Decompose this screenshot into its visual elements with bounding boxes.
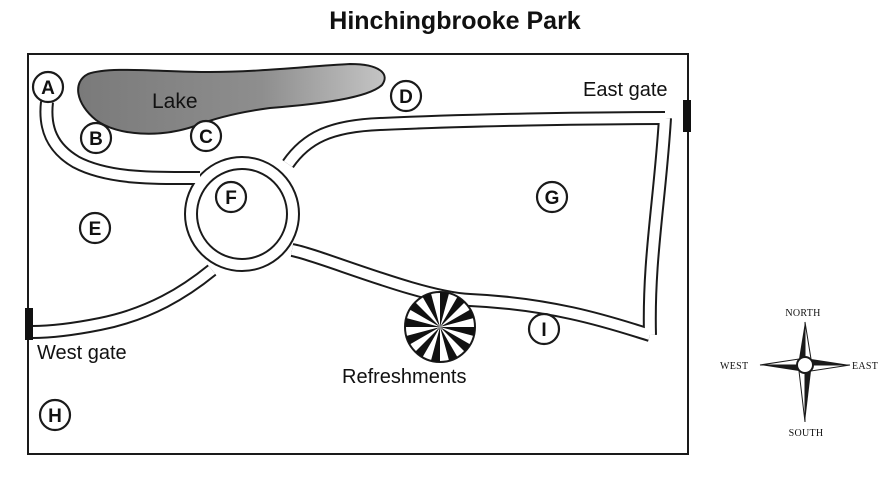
- marker-g: G: [535, 180, 569, 214]
- refreshments-wedge: [415, 327, 440, 358]
- marker-b-letter: B: [89, 129, 103, 150]
- marker-f: F: [214, 180, 248, 214]
- refreshments-wedge: [430, 327, 440, 362]
- refreshments-wedge: [422, 293, 440, 327]
- refreshments-wedge: [440, 327, 475, 337]
- marker-d-letter: D: [399, 87, 413, 108]
- refreshments-wedge: [440, 327, 458, 361]
- refreshments-wedge: [440, 309, 474, 327]
- refreshments-icon: [404, 291, 476, 363]
- marker-g-letter: G: [545, 188, 560, 209]
- refreshments-wedge: [406, 327, 440, 345]
- marker-e: E: [78, 211, 112, 245]
- marker-h-letter: H: [48, 406, 62, 427]
- marker-d: D: [389, 79, 423, 113]
- marker-b: B: [79, 121, 113, 155]
- refreshments-wedge: [440, 296, 465, 327]
- marker-c-letter: C: [199, 127, 213, 148]
- refreshments-wedge: [440, 292, 450, 327]
- marker-e-letter: E: [89, 219, 102, 240]
- marker-f-letter: F: [225, 188, 237, 209]
- marker-a: A: [31, 70, 65, 104]
- compass-west-label: WEST: [720, 361, 748, 372]
- compass-rose: NORTH SOUTH WEST EAST: [720, 308, 878, 439]
- footpaths: [31, 101, 672, 342]
- lake: [77, 62, 386, 135]
- east-gate-marker: [683, 100, 691, 132]
- refreshments-wedge: [409, 302, 440, 327]
- compass-east-label: EAST: [852, 361, 878, 372]
- refreshments-wedge: [405, 317, 440, 327]
- marker-a-letter: A: [41, 78, 55, 99]
- west-gate-marker: [25, 308, 33, 340]
- map-title: Hinchingbrooke Park: [329, 7, 581, 35]
- marker-c: C: [189, 119, 223, 153]
- west-gate-label: West gate: [37, 342, 127, 364]
- marker-i-letter: I: [541, 320, 546, 341]
- marker-h: H: [38, 398, 72, 432]
- refreshments-wedge: [440, 327, 471, 352]
- lake-label: Lake: [152, 90, 198, 113]
- compass-north-label: NORTH: [785, 308, 820, 319]
- compass-star-icon: [759, 321, 851, 423]
- marker-i: I: [527, 312, 561, 346]
- east-gate-label: East gate: [583, 79, 668, 101]
- compass-south-label: SOUTH: [789, 428, 824, 439]
- refreshments-label: Refreshments: [342, 366, 467, 388]
